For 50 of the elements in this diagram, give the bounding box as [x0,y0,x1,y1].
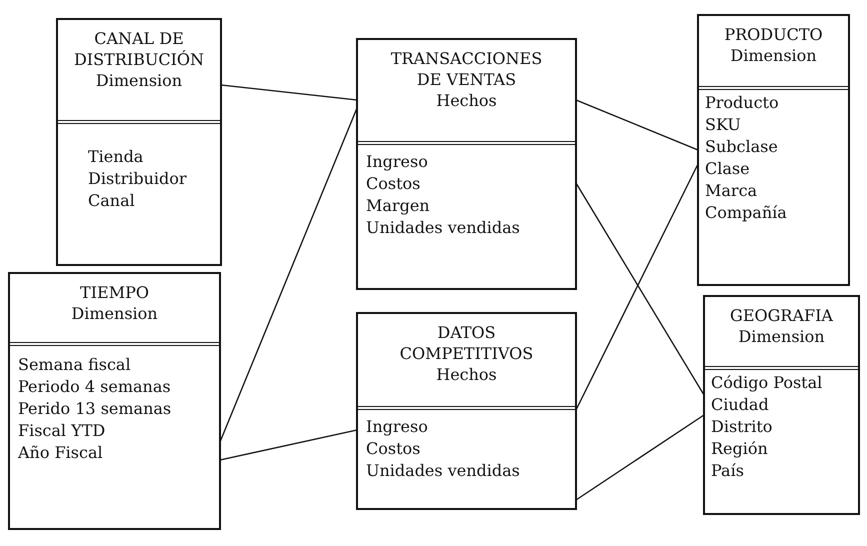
attribute-name: Código Postal [711,372,824,394]
table-type: Hechos [435,90,498,111]
attribute-name: Unidades vendidas [366,460,521,482]
attribute-name: Año Fiscal [18,442,104,464]
table-box [356,38,577,290]
attribute-name: Tienda [88,146,144,168]
connector-line [576,99,698,151]
table-type: Dimension [94,70,184,91]
attribute-name: Unidades vendidas [366,217,521,239]
table-title: GEOGRAFIA [729,305,834,326]
table-title: TIEMPO [79,282,150,303]
table-title: CANAL DE DISTRIBUCIÓN [72,28,206,70]
table-box [8,272,221,530]
table-box [356,312,577,510]
attribute-name: Semana fiscal [18,354,132,376]
attribute-name: Margen [366,195,431,217]
table-type: Hechos [435,364,498,385]
attribute-name: Fiscal YTD [18,420,106,442]
table-title: DATOS COMPETITIVOS [398,322,534,364]
table-box [703,295,860,515]
table-title: PRODUCTO [723,24,824,45]
table-title: TRANSACCIONES DE VENTAS [390,48,544,90]
attribute-name: Costos [366,438,422,460]
attribute-name: Perido 13 semanas [18,398,172,420]
connector-line [220,84,358,101]
attribute-name: Producto [705,92,780,114]
table-type: Dimension [729,45,818,66]
attribute-name: Distribuidor [88,168,188,190]
attribute-name: Clase [705,158,751,180]
attribute-name: Ingreso [366,151,429,173]
attribute-name: Región [711,438,769,460]
attribute-name: Ingreso [366,416,429,438]
connector-line [575,164,699,410]
table-box [697,14,850,286]
attribute-name: Compañía [705,202,788,224]
table-type: Dimension [70,303,159,324]
connector-line [576,414,704,501]
connector-line [220,429,358,461]
table-type: Dimension [737,326,826,347]
attribute-name: Costos [366,173,422,195]
attribute-name: Subclase [705,136,779,158]
attribute-name: Ciudad [711,394,770,416]
attribute-name: Periodo 4 semanas [18,376,172,398]
attribute-name: SKU [705,114,742,136]
connector-line [575,182,705,396]
attribute-name: Marca [705,180,758,202]
table-box [56,18,222,266]
attribute-name: Distrito [711,416,774,438]
attribute-name: Canal [88,190,136,212]
attribute-name: País [711,460,745,482]
